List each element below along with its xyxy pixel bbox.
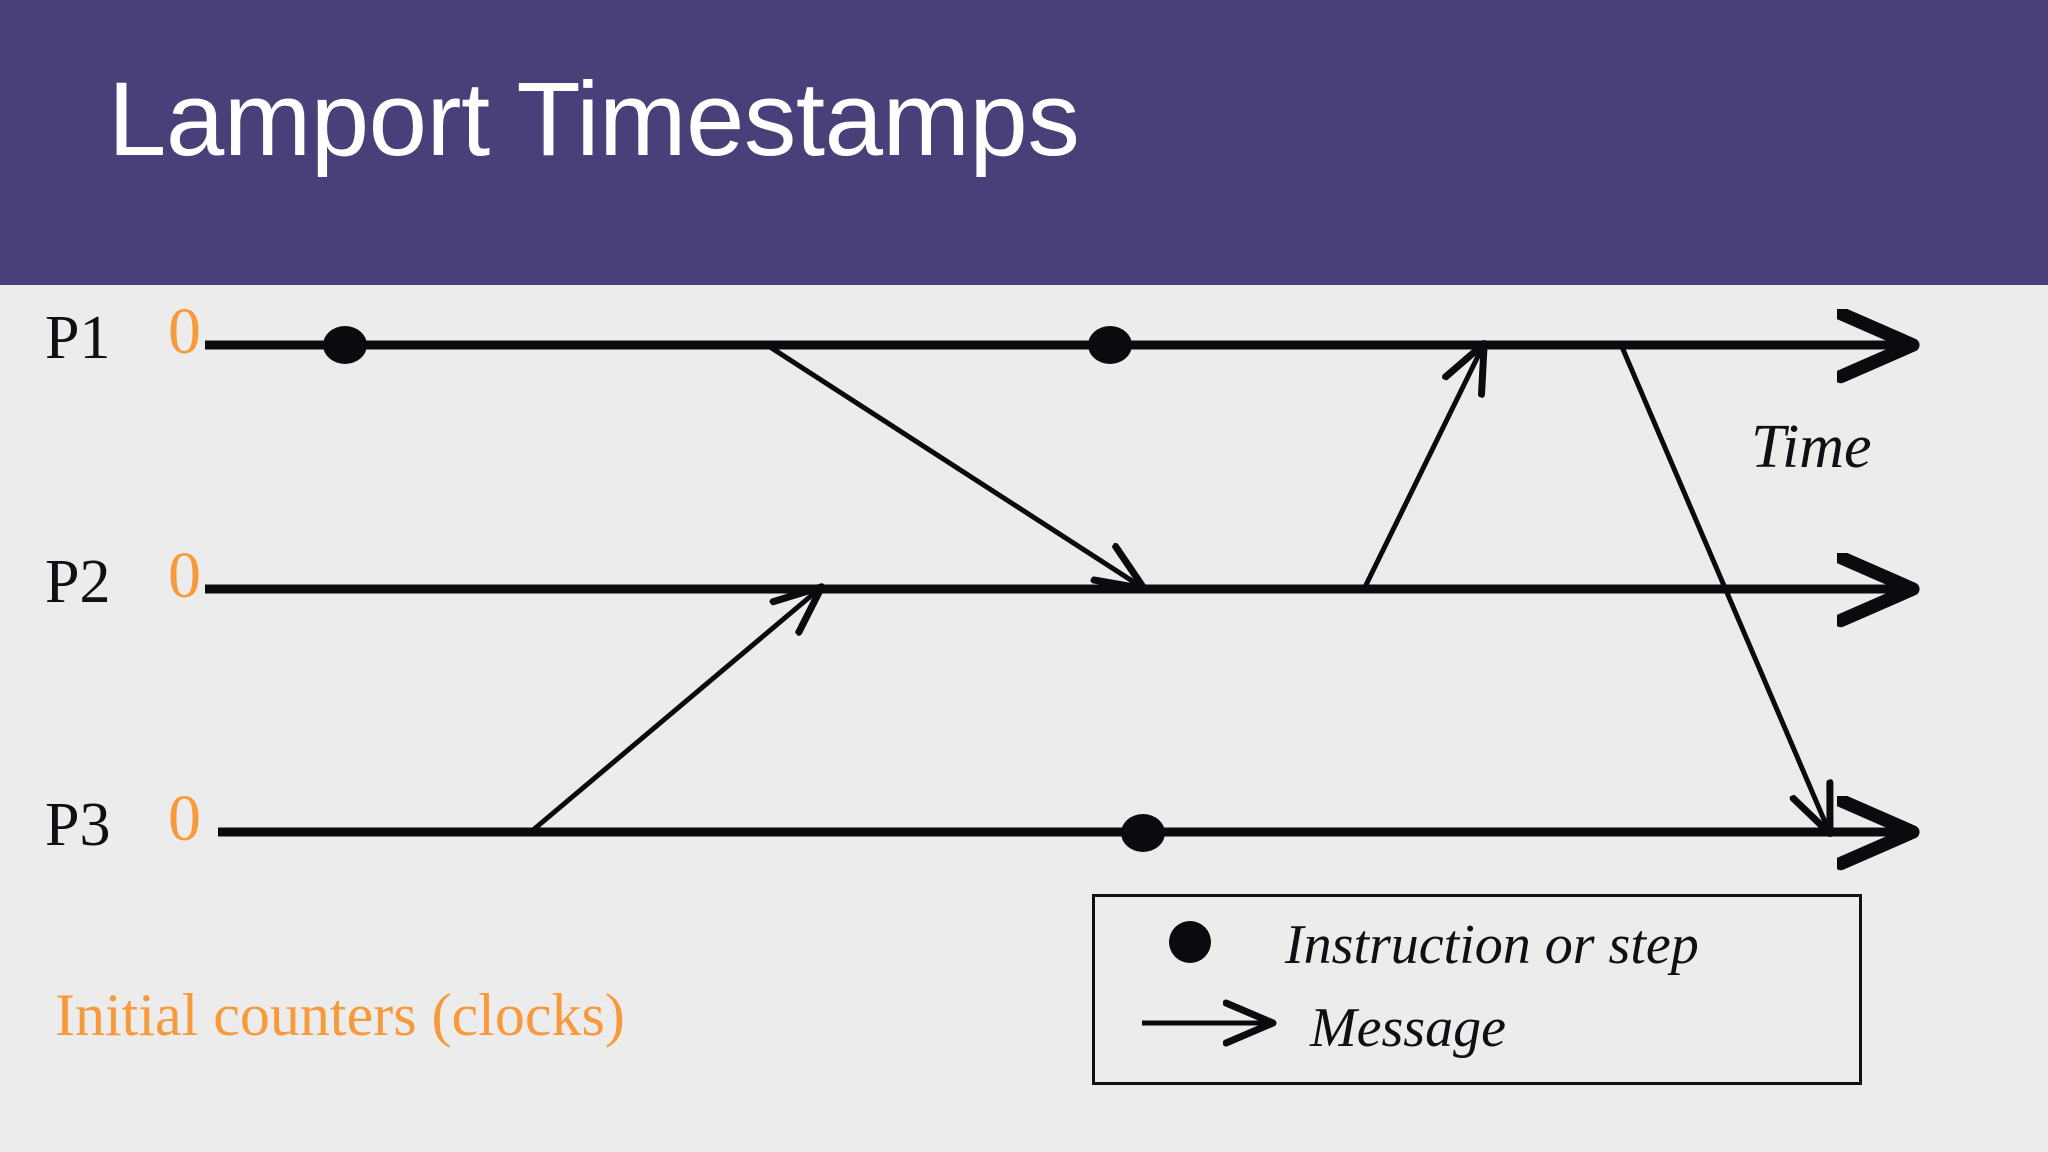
legend-label-message: Message	[1310, 997, 1506, 1059]
instruction-dot-p1-2	[1088, 326, 1132, 364]
process-label-p3: P3	[45, 791, 111, 859]
initial-counters-note: Initial counters (clocks)	[55, 982, 625, 1048]
legend-dot-icon	[1169, 921, 1211, 963]
title-banner	[0, 0, 2048, 285]
message-arrow-p2-to-p1	[1362, 348, 1482, 589]
process-label-p2: P2	[45, 548, 111, 616]
instruction-dot-p1-1	[323, 326, 367, 364]
message-arrow-p3-to-p2	[531, 590, 818, 832]
time-axis-label: Time	[1751, 413, 1872, 481]
page-title: Lamport Timestamps	[108, 61, 1080, 178]
legend-box	[1092, 894, 1862, 1085]
process-counter-p1: 0	[168, 295, 201, 368]
message-arrow-p1-to-p3	[1619, 346, 1828, 829]
process-counter-p3: 0	[168, 782, 201, 855]
instruction-dot-p3-1	[1121, 814, 1165, 852]
process-label-p1: P1	[45, 304, 111, 372]
legend-label-instruction: Instruction or step	[1285, 914, 1699, 976]
process-counter-p2: 0	[168, 539, 201, 612]
message-arrow-p1-to-p2	[768, 344, 1140, 586]
